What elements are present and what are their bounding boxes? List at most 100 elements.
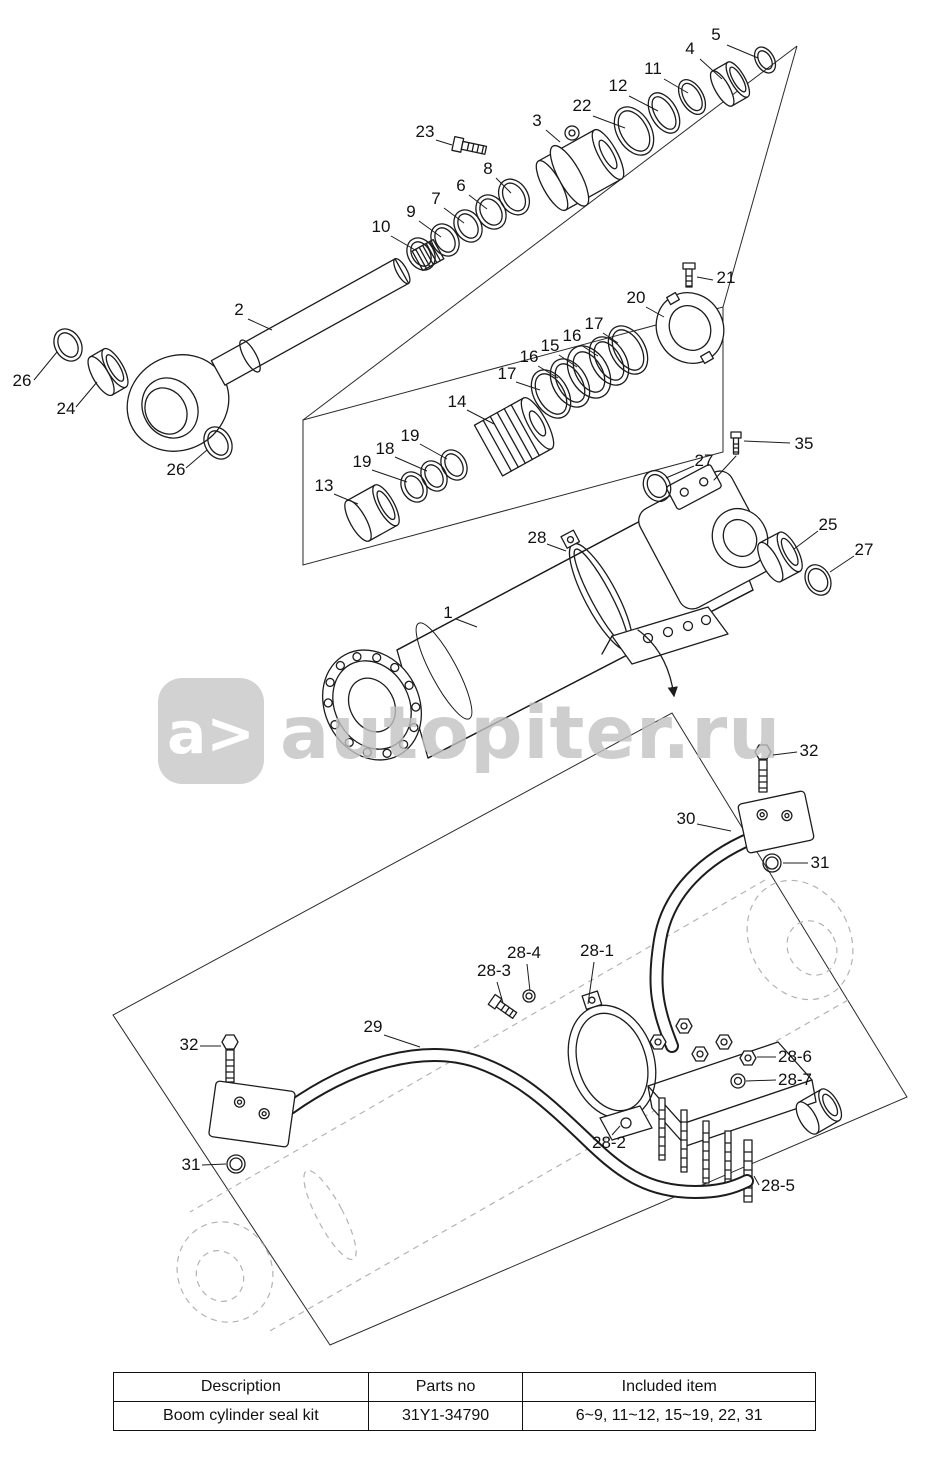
callout-15: 15: [541, 336, 560, 355]
callout-16a: 16: [563, 326, 582, 345]
cell-description: Boom cylinder seal kit: [113, 1401, 369, 1431]
part-28-4-washer: [522, 989, 536, 1003]
part-28-1-clamp: [567, 990, 657, 1141]
callout-25: 25: [819, 515, 838, 534]
part-28-5-stud: [743, 1139, 753, 1203]
col-included-item: Included item: [522, 1372, 816, 1402]
part-27-oring-port: [642, 469, 672, 503]
callout-24: 24: [57, 399, 76, 418]
part-28-3-bolt: [487, 993, 518, 1019]
callout-2: 2: [234, 300, 243, 319]
callout-10: 10: [372, 217, 391, 236]
callout-4: 4: [685, 39, 694, 58]
part-28-clamp-band: [560, 529, 729, 665]
piston-small-rings: [400, 449, 468, 503]
part-24-bushing: [87, 347, 129, 397]
callout-labels: 5 4 11 12 22 23 3 8 6 7 9 10 2 26 24 26 …: [13, 25, 874, 1195]
callout-31a: 31: [811, 853, 830, 872]
callout-19b: 19: [353, 452, 372, 471]
construction-lines: [112, 45, 908, 1346]
callout-27b: 27: [855, 540, 874, 559]
pipe-30-flange-block: [737, 790, 815, 854]
parts-table-header-row: Description Parts no Included item: [113, 1372, 816, 1402]
callout-26a: 26: [13, 371, 32, 390]
head-end-rings: [613, 46, 777, 156]
callout-17a: 17: [585, 314, 604, 333]
col-description: Description: [113, 1372, 369, 1402]
callout-28-2: 28-2: [592, 1133, 626, 1152]
piston-seal-stack: [530, 325, 649, 419]
part-35-bolt: [730, 431, 742, 455]
callout-17b: 17: [498, 364, 517, 383]
callout-35: 35: [795, 434, 814, 453]
part-21-bolt: [682, 262, 696, 288]
callout-19a: 19: [401, 426, 420, 445]
manifold-block: [647, 1041, 843, 1147]
part-28-2-bracket: [599, 1105, 653, 1141]
callout-29: 29: [364, 1017, 383, 1036]
part-3-cylinder-head: [535, 125, 625, 212]
callout-5: 5: [711, 25, 720, 44]
leader-lines: [33, 44, 855, 1186]
callout-1: 1: [443, 603, 452, 622]
part-26-oring-right: [203, 426, 233, 460]
callout-20: 20: [627, 288, 646, 307]
part-31-oring-left: [226, 1154, 246, 1174]
part-23-bolt: [451, 135, 488, 155]
part-32-bolt-left: [221, 1034, 239, 1083]
detail-arrow: [637, 629, 678, 698]
part-13-bushing: [344, 484, 400, 542]
cell-parts-no: 31Y1-34790: [367, 1401, 524, 1431]
callout-6: 6: [456, 176, 465, 195]
part-26-oring-left: [53, 328, 83, 362]
callout-28: 28: [528, 528, 547, 547]
callout-16b: 16: [520, 347, 539, 366]
callout-13: 13: [315, 476, 334, 495]
callout-8: 8: [483, 159, 492, 178]
callout-28-4: 28-4: [507, 943, 541, 962]
callout-22: 22: [573, 96, 592, 115]
callout-28-3: 28-3: [477, 961, 511, 980]
cell-included-item: 6~9, 11~12, 15~19, 22, 31: [522, 1401, 816, 1431]
part-14-piston: [473, 397, 555, 477]
callout-28-7: 28-7: [778, 1070, 812, 1089]
part-2-rod: [126, 238, 445, 452]
watermark-site-text: autopiter.ru: [280, 691, 781, 776]
callout-21: 21: [717, 268, 736, 287]
callout-3: 3: [532, 111, 541, 130]
part-28-7-washer: [730, 1073, 746, 1089]
col-parts-no: Parts no: [367, 1372, 524, 1402]
watermark-logo: [158, 678, 264, 784]
callout-27a: 27: [695, 451, 714, 470]
callout-28-6: 28-6: [778, 1047, 812, 1066]
pipe-29-flange-block: [208, 1080, 296, 1148]
parts-table: Description Parts no Included item Boom …: [113, 1372, 816, 1431]
callout-11: 11: [644, 59, 662, 78]
callout-30: 30: [677, 809, 696, 828]
part-25-bushing: [757, 531, 803, 583]
part-20-cylinder-nut: [655, 291, 725, 365]
part-29-pipe: [283, 1048, 754, 1200]
callout-28-5: 28-5: [761, 1176, 795, 1195]
callout-32a: 32: [800, 741, 819, 760]
callout-9: 9: [406, 202, 415, 221]
part-31-oring-top: [762, 853, 782, 873]
callout-18: 18: [376, 439, 395, 458]
callout-31b: 31: [182, 1155, 201, 1174]
callout-23: 23: [416, 122, 435, 141]
part-27-oring-eye: [804, 564, 832, 596]
manifold-nuts: [649, 1018, 757, 1089]
callout-28-1: 28-1: [580, 941, 614, 960]
callout-12: 12: [609, 76, 628, 95]
watermark-logo-text: a>: [167, 699, 255, 767]
callout-26b: 26: [167, 460, 186, 479]
part-32-bolt-top: [754, 744, 772, 793]
callout-7: 7: [431, 189, 440, 208]
watermark: a> autopiter.ru: [158, 678, 781, 784]
parts-table-row: Boom cylinder seal kit 31Y1-34790 6~9, 1…: [113, 1401, 816, 1431]
callout-32b: 32: [180, 1035, 199, 1054]
callout-14: 14: [448, 392, 467, 411]
part-28-6-nut: [739, 1050, 757, 1066]
